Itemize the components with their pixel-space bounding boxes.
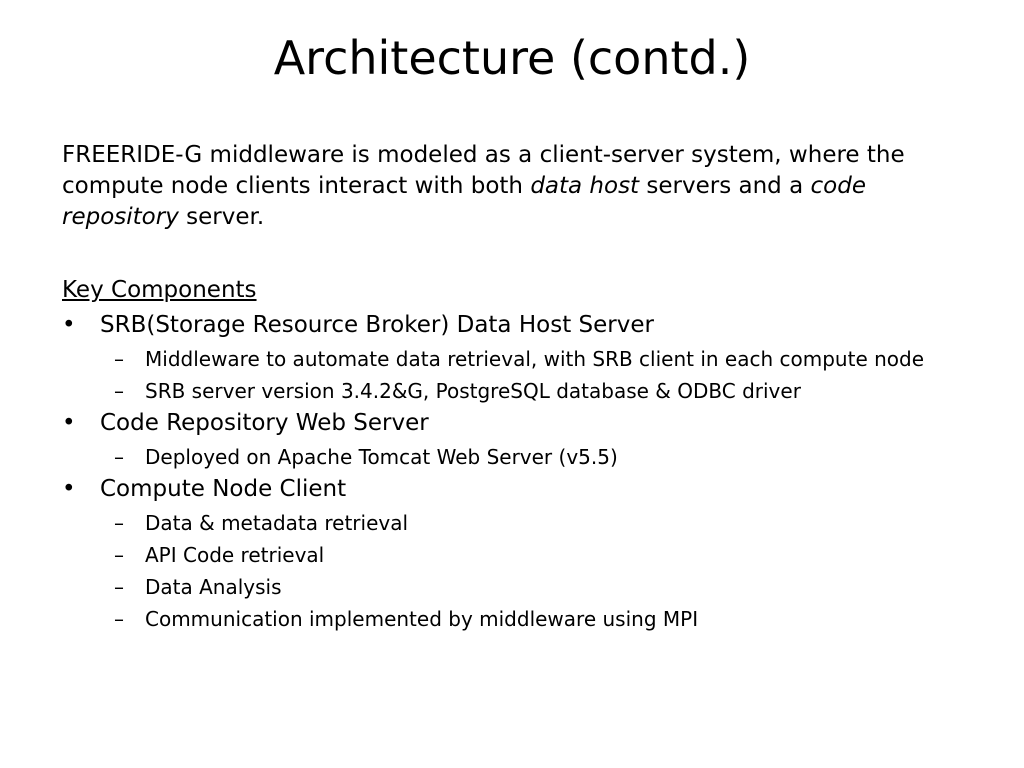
sub-list: – Middleware to automate data retrieval,… xyxy=(100,347,952,404)
intro-paragraph: FREERIDE-G middleware is modeled as a cl… xyxy=(62,140,952,233)
sub-text: Data Analysis xyxy=(145,575,282,599)
intro-text-3: server. xyxy=(178,204,265,230)
bullet-glyph: • xyxy=(62,410,76,436)
bullet-glyph: • xyxy=(62,476,76,502)
bullet-item: • Compute Node Client – Data & metadata … xyxy=(62,474,952,632)
sub-item: – Data Analysis xyxy=(100,575,952,600)
sub-list: – Data & metadata retrieval – API Code r… xyxy=(100,511,952,632)
section-heading: Key Components xyxy=(62,277,257,303)
bullet-list: • SRB(Storage Resource Broker) Data Host… xyxy=(62,310,952,632)
intro-text-2: servers and a xyxy=(639,173,811,199)
bullet-text: Compute Node Client xyxy=(100,476,347,502)
dash-glyph: – xyxy=(114,379,124,403)
dash-glyph: – xyxy=(114,347,124,371)
sub-text: SRB server version 3.4.2&G, PostgreSQL d… xyxy=(145,379,801,403)
sub-item: – Communication implemented by middlewar… xyxy=(100,607,952,632)
bullet-glyph: • xyxy=(62,312,76,338)
intro-italic-data-host: data host xyxy=(530,173,640,199)
sub-item: – Deployed on Apache Tomcat Web Server (… xyxy=(100,445,952,470)
sub-text: Data & metadata retrieval xyxy=(145,511,409,535)
dash-glyph: – xyxy=(114,511,124,535)
slide-title: Architecture (contd.) xyxy=(273,31,751,85)
sub-text: Communication implemented by middleware … xyxy=(145,607,699,631)
dash-glyph: – xyxy=(114,543,124,567)
sub-item: – SRB server version 3.4.2&G, PostgreSQL… xyxy=(100,379,952,404)
dash-glyph: – xyxy=(114,575,124,599)
sub-text: API Code retrieval xyxy=(145,543,325,567)
sub-item: – API Code retrieval xyxy=(100,543,952,568)
sub-item: – Data & metadata retrieval xyxy=(100,511,952,536)
slide-body: FREERIDE-G middleware is modeled as a cl… xyxy=(62,140,952,636)
bullet-item: • SRB(Storage Resource Broker) Data Host… xyxy=(62,310,952,404)
sub-text: Deployed on Apache Tomcat Web Server (v5… xyxy=(145,445,618,469)
sub-list: – Deployed on Apache Tomcat Web Server (… xyxy=(100,445,952,470)
bullet-item: • Code Repository Web Server – Deployed … xyxy=(62,408,952,470)
bullet-text: SRB(Storage Resource Broker) Data Host S… xyxy=(100,312,654,338)
dash-glyph: – xyxy=(114,445,124,469)
sub-text: Middleware to automate data retrieval, w… xyxy=(145,347,925,371)
sub-item: – Middleware to automate data retrieval,… xyxy=(100,347,952,372)
intro-italic-code-repository: code repository xyxy=(62,173,866,230)
bullet-text: Code Repository Web Server xyxy=(100,410,429,436)
intro-text-1: FREERIDE-G middleware is modeled as a cl… xyxy=(62,142,905,199)
dash-glyph: – xyxy=(114,607,124,631)
